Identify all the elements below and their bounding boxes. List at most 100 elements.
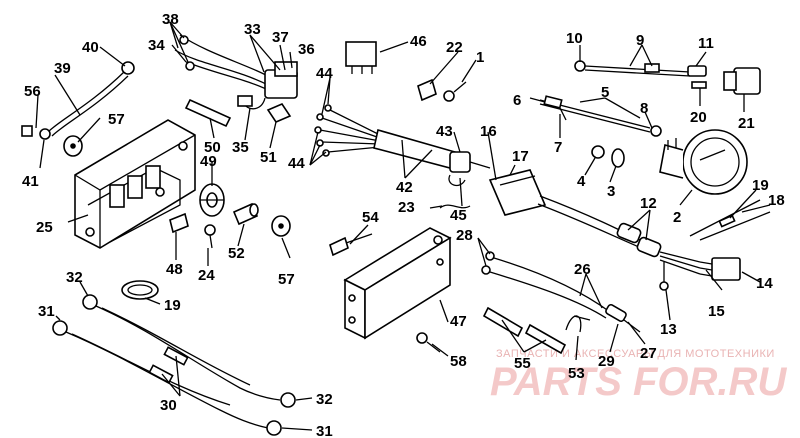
callout-44-upper: 44 [316,65,333,82]
callout-10: 10 [566,30,583,47]
callout-18: 18 [768,192,785,209]
callout-56: 56 [24,83,41,100]
callout-31-upper: 31 [38,303,55,320]
callout-49: 49 [200,153,217,170]
callout-24: 24 [198,267,215,284]
callout-50: 50 [204,139,221,156]
callout-5: 5 [601,84,609,101]
callout-14: 14 [756,275,773,292]
instrument-cable [537,195,741,281]
ground-strap [21,61,135,140]
watermark-logo: PARTS FOR.RU [490,360,787,404]
main-harness [314,104,491,187]
callout-19-right: 19 [752,177,769,194]
bracket [417,78,437,102]
watermark: ЗАПЧАСТИ И АКСЕССУАРЫ ДЛЯ МОТОТЕХНИКИ PA… [490,348,787,404]
clip [169,212,189,234]
hose-clamp [121,280,159,300]
callout-25: 25 [36,219,53,236]
callout-11: 11 [698,35,714,52]
screw [204,224,216,249]
callout-16: 16 [480,123,497,140]
callout-42: 42 [396,179,413,196]
watermark-tagline: ЗАПЧАСТИ И АКСЕССУАРЫ ДЛЯ МОТОТЕХНИКИ [496,348,775,360]
bulb-socket [591,145,605,159]
connector-block [266,103,292,123]
relay [345,41,377,74]
part-drawings [21,34,771,436]
callout-4: 4 [577,173,586,190]
callout-54: 54 [362,209,379,226]
callout-37: 37 [272,29,289,46]
callout-12: 12 [640,195,657,212]
callout-44-lower: 44 [288,155,305,172]
callout-57-upper: 57 [108,111,125,128]
harness-clip [439,204,471,209]
callout-45: 45 [450,207,467,224]
callout-34: 34 [148,37,165,54]
callout-41: 41 [22,173,39,190]
long-bolt [329,233,373,257]
harness-boot [488,169,547,216]
callout-3: 3 [607,183,615,200]
callout-7: 7 [554,139,562,156]
spring-clip [565,315,591,333]
callout-2: 2 [673,209,681,226]
callout-32-upper: 32 [66,269,83,286]
callout-22: 22 [446,39,463,56]
grommet [199,183,225,217]
callout-20: 20 [690,109,707,126]
spacer [232,202,259,226]
callout-35: 35 [232,139,249,156]
warning-lamp-assembly [574,60,761,95]
callout-8: 8 [640,100,648,117]
switch-box-housing [74,119,196,249]
callout-15: 15 [708,303,725,320]
callout-13: 13 [660,321,677,338]
leader-lines [35,21,771,431]
callout-numbers: 1 2 3 4 5 6 7 8 9 10 11 12 13 14 15 16 1… [22,11,785,438]
callout-6: 6 [513,92,521,109]
callout-21: 21 [738,115,755,132]
small-leads-right [689,199,771,241]
callout-57-lower: 57 [278,271,295,288]
harness-upper [174,34,298,110]
callout-51: 51 [260,149,277,166]
callout-46: 46 [410,33,427,50]
lamp-lead [539,95,662,137]
callout-55: 55 [514,355,531,372]
washer-lower [271,215,291,237]
callout-29: 29 [598,353,615,370]
callout-28: 28 [456,227,473,244]
callout-33: 33 [244,21,261,38]
gauge [659,129,748,195]
bulb [611,148,625,168]
callout-38: 38 [162,11,179,28]
callout-23: 23 [398,199,415,216]
sleeves [482,306,567,355]
callout-52: 52 [228,245,245,262]
callout-9: 9 [636,32,644,49]
washer-upper [63,135,83,157]
callout-48: 48 [166,261,183,278]
bracket-screw [443,81,467,102]
callout-27: 27 [640,345,657,362]
callout-32-lower: 32 [316,391,333,408]
callout-1: 1 [476,49,484,66]
callout-53: 53 [568,365,585,382]
power-pack [343,227,452,340]
callout-39: 39 [54,60,71,77]
ground-cable-leads [52,294,296,436]
rod [184,98,232,128]
callout-47: 47 [450,313,467,330]
callout-40: 40 [82,39,99,56]
callout-43: 43 [436,123,453,140]
callout-17: 17 [512,148,529,165]
callout-30: 30 [160,397,177,414]
callout-36: 36 [298,41,315,58]
callout-19-left: 19 [164,297,181,314]
callout-26: 26 [574,261,591,278]
mount-screw [416,332,441,353]
callout-58: 58 [450,353,467,370]
